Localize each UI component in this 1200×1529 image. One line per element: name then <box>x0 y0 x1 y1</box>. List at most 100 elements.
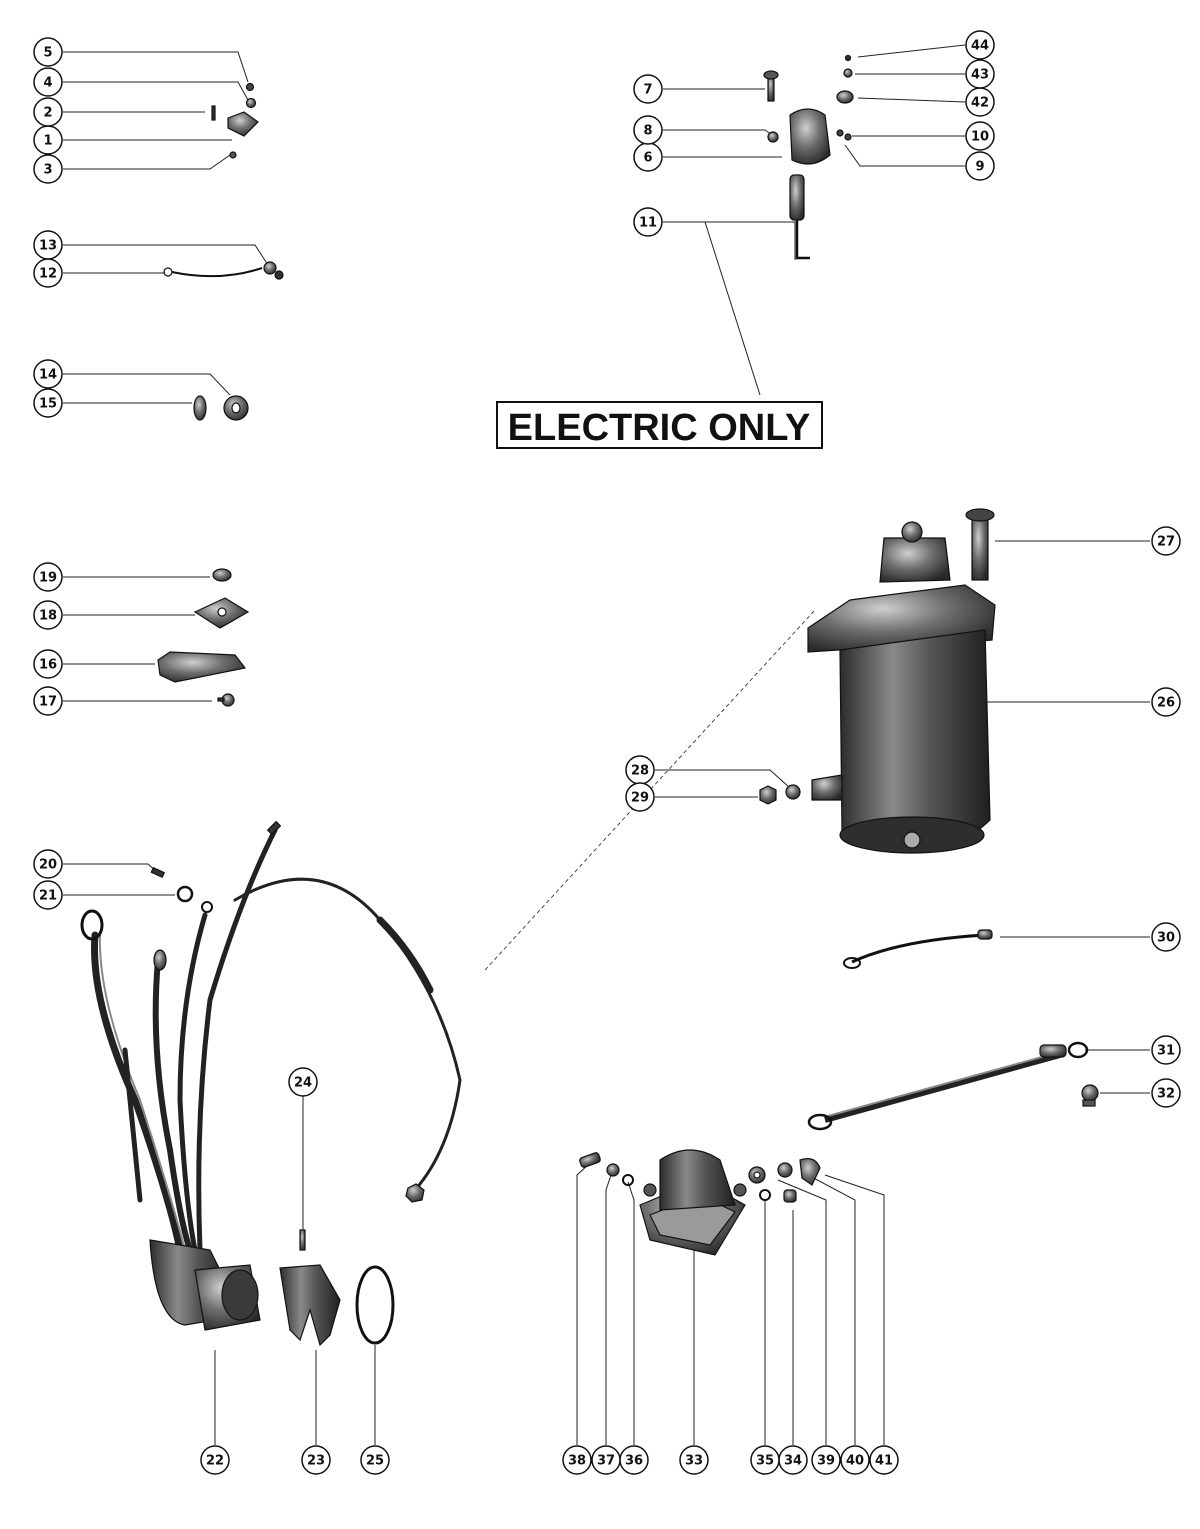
callout-circle <box>33 230 63 260</box>
callout-number: 32 <box>1157 1087 1175 1102</box>
callout-number: 27 <box>1157 535 1175 550</box>
callout-19: 19 <box>33 562 63 592</box>
short-cable-part <box>843 929 993 969</box>
callout-number: 39 <box>817 1454 835 1469</box>
callout-12: 12 <box>33 258 63 288</box>
callout-circle <box>33 97 63 127</box>
callout-circle <box>625 782 655 812</box>
upper-solenoid-part <box>763 54 854 260</box>
callout-36: 36 <box>619 1445 649 1475</box>
callout-circle <box>1151 1035 1181 1065</box>
callout-circle <box>33 880 63 910</box>
lower-solenoid-part <box>579 1149 821 1256</box>
callout-circle <box>811 1445 841 1475</box>
callout-circle <box>633 207 663 237</box>
bracket-stack-part <box>157 568 250 707</box>
callout-21: 21 <box>33 880 63 910</box>
callout-33: 33 <box>679 1445 709 1475</box>
callout-8: 8 <box>633 115 663 145</box>
callout-17: 17 <box>33 686 63 716</box>
callout-circle <box>750 1445 780 1475</box>
callout-16: 16 <box>33 649 63 679</box>
callout-11: 11 <box>633 207 663 237</box>
callout-number: 33 <box>685 1454 703 1469</box>
callout-number: 2 <box>43 106 52 121</box>
callout-number: 36 <box>625 1454 643 1469</box>
callout-40: 40 <box>840 1445 870 1475</box>
callout-circle <box>33 388 63 418</box>
callout-number: 26 <box>1157 696 1175 711</box>
callout-number: 19 <box>39 571 57 586</box>
callout-circle <box>33 686 63 716</box>
callout-number: 44 <box>971 39 989 54</box>
callout-30: 30 <box>1151 922 1181 952</box>
callout-3: 3 <box>33 154 63 184</box>
callout-circle <box>33 562 63 592</box>
callout-27: 27 <box>1151 526 1181 556</box>
grommet-part <box>193 395 249 421</box>
callout-number: 5 <box>43 46 52 61</box>
callout-20: 20 <box>33 849 63 879</box>
callout-22: 22 <box>200 1445 230 1475</box>
callout-15: 15 <box>33 388 63 418</box>
terminal-block-part <box>211 82 259 159</box>
callout-number: 6 <box>643 151 652 166</box>
callout-circle <box>33 849 63 879</box>
callout-number: 22 <box>206 1454 224 1469</box>
callout-number: 16 <box>39 658 57 673</box>
callout-number: 14 <box>39 368 57 383</box>
callout-39: 39 <box>811 1445 841 1475</box>
callout-44: 44 <box>965 30 995 60</box>
callout-circle <box>33 649 63 679</box>
callout-9: 9 <box>965 151 995 181</box>
callout-26: 26 <box>1151 687 1181 717</box>
callout-circle <box>633 74 663 104</box>
callout-number: 30 <box>1157 931 1175 946</box>
callout-number: 37 <box>597 1454 615 1469</box>
callout-number: 42 <box>971 96 989 111</box>
callout-38: 38 <box>562 1445 592 1475</box>
callout-circle <box>633 115 663 145</box>
callout-35: 35 <box>750 1445 780 1475</box>
callout-43: 43 <box>965 59 995 89</box>
callout-32: 32 <box>1151 1078 1181 1108</box>
callout-number: 41 <box>875 1454 893 1469</box>
callout-circle <box>33 37 63 67</box>
callout-18: 18 <box>33 600 63 630</box>
callout-number: 31 <box>1157 1044 1175 1059</box>
callout-23: 23 <box>301 1445 331 1475</box>
callout-number: 43 <box>971 68 989 83</box>
callout-number: 40 <box>846 1454 864 1469</box>
callout-10: 10 <box>965 121 995 151</box>
parts <box>80 54 1099 1347</box>
callout-13: 13 <box>33 230 63 260</box>
callout-circle <box>1151 526 1181 556</box>
callout-number: 17 <box>39 695 57 710</box>
callout-circle <box>33 67 63 97</box>
callout-number: 24 <box>294 1076 312 1091</box>
callout-number: 23 <box>307 1454 325 1469</box>
callout-6: 6 <box>633 142 663 172</box>
electric-only-banner: ELECTRIC ONLY <box>496 401 823 449</box>
callout-25: 25 <box>360 1445 390 1475</box>
callout-number: 21 <box>39 889 57 904</box>
callout-2: 2 <box>33 97 63 127</box>
callout-circle <box>965 151 995 181</box>
callout-circle <box>200 1445 230 1475</box>
callout-34: 34 <box>778 1445 808 1475</box>
callout-number: 35 <box>756 1454 774 1469</box>
callout-24: 24 <box>288 1067 318 1097</box>
callout-circle <box>591 1445 621 1475</box>
callout-number: 29 <box>631 791 649 806</box>
callout-circle <box>679 1445 709 1475</box>
callout-14: 14 <box>33 359 63 389</box>
callout-number: 34 <box>784 1454 802 1469</box>
callout-number: 11 <box>639 216 657 231</box>
callout-circle <box>965 30 995 60</box>
callout-number: 7 <box>643 83 652 98</box>
callout-circle <box>965 121 995 151</box>
callout-circle <box>33 600 63 630</box>
callout-circle <box>33 154 63 184</box>
